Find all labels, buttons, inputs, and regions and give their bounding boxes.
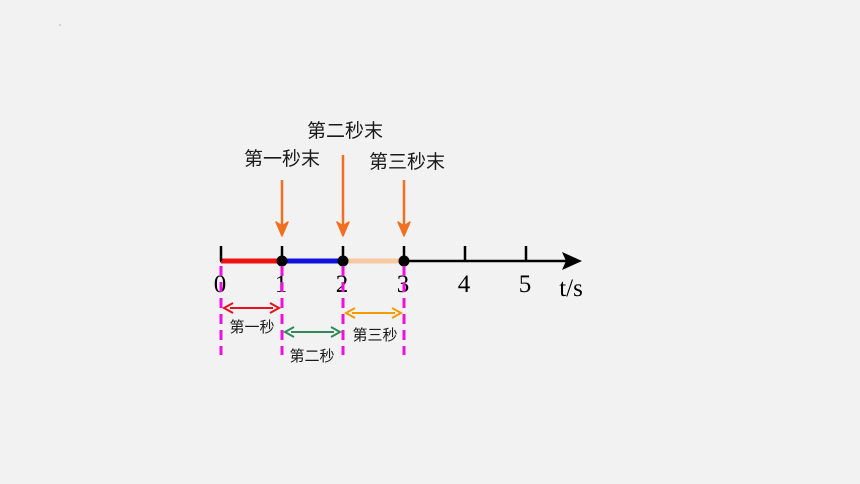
interval-label-3: 第三秒 <box>352 326 397 344</box>
interval-arrow-head-left-2 <box>282 326 295 338</box>
interval-arrow-head-right-1 <box>269 302 282 314</box>
interval-arrow-head-right-2 <box>330 326 343 338</box>
axis-arrowhead <box>562 252 582 270</box>
corner-dot <box>59 24 61 26</box>
interval-arrow-head-left-1 <box>221 302 234 314</box>
callout-arrows <box>275 155 411 237</box>
tick-labels: 012345 <box>214 271 532 298</box>
time-point-2 <box>337 255 349 267</box>
callout-arrow-head-2 <box>336 221 350 237</box>
time-point-3 <box>398 255 410 267</box>
callout-arrow-head-1 <box>275 221 289 237</box>
axis-unit-label: t/s <box>559 275 583 302</box>
callout-arrow-head-3 <box>397 221 411 237</box>
time-point-1 <box>276 255 288 267</box>
callout-label-2: 第二秒末 <box>307 120 383 142</box>
interval-label-2: 第二秒 <box>289 347 334 365</box>
interval-label-1: 第一秒 <box>229 318 274 336</box>
interval-arrow-head-right-3 <box>391 307 404 319</box>
callout-label-1: 第一秒末 <box>244 148 320 170</box>
interval-arrow-head-left-3 <box>343 307 356 319</box>
tick-label-5: 5 <box>519 271 532 298</box>
interval-arrows <box>221 302 404 338</box>
tick-label-4: 4 <box>458 271 471 298</box>
callout-label-3: 第三秒末 <box>369 151 445 173</box>
axis-ticks <box>219 246 528 261</box>
time-points <box>276 255 410 267</box>
